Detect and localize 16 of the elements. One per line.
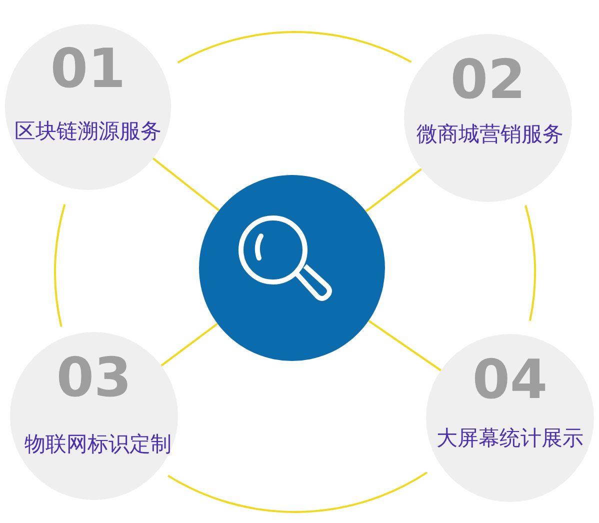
connector-line bbox=[368, 320, 442, 372]
service-label: 微商城营销服务 bbox=[416, 121, 564, 148]
connector-arc bbox=[54, 204, 66, 327]
connector-line bbox=[152, 158, 220, 212]
number-text: 02 bbox=[449, 50, 527, 110]
number-text: 03 bbox=[55, 348, 133, 408]
service-label: 物联网标识定制 bbox=[24, 431, 172, 458]
connector-line bbox=[160, 322, 218, 367]
service-label: 区块链溯源服务 bbox=[14, 118, 162, 145]
connector-arc bbox=[177, 31, 412, 64]
service-label: 大屏幕统计展示 bbox=[436, 425, 584, 452]
number-text: 01 bbox=[49, 39, 127, 99]
number-text: 04 bbox=[471, 350, 549, 410]
connector-arc bbox=[524, 205, 536, 321]
connector-line bbox=[365, 168, 422, 212]
connector-arc bbox=[168, 472, 428, 513]
